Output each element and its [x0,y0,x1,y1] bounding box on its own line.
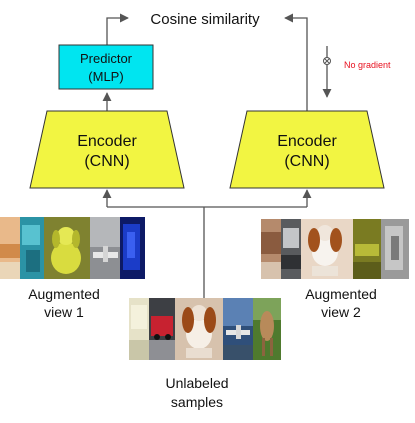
view1-label-line2: view 1 [44,304,84,320]
samples-label-line2: samples [171,394,223,410]
encoder-right-to-similarity-arrow [284,13,308,111]
sample-thumb-red-car [149,298,175,360]
encoder-left-trapezoid [29,110,185,189]
predictor-to-similarity-arrow [106,13,129,45]
encoder-right-subtitle: (CNN) [284,153,329,170]
samples-label-line1: Unlabeled [165,375,228,391]
view1-label-line1: Augmented [28,286,100,302]
view2-thumb-spaniel-dog [301,219,353,279]
view1-thumb-blue-object [120,217,145,279]
predictor-subtitle: (MLP) [88,69,123,84]
predictor-box [58,44,154,90]
encoder-right-block: Encoder (CNN) [229,110,385,189]
view2-label-line1: Augmented [305,286,377,302]
view1-thumbnail-strip [0,217,145,279]
view1-thumb-yellow-dog [44,217,90,279]
view2-label-line2: view 2 [321,304,361,320]
view2-thumb-olive-object [353,219,381,279]
predictor-block: Predictor (MLP) [58,44,154,90]
sample-thumb-airplane [223,298,253,360]
encoder-right-trapezoid [229,110,385,189]
view2-thumb-brown-crop [261,219,281,279]
connectors [102,13,332,298]
similarity-title: Cosine similarity [150,11,260,28]
sample-thumb-pale-crop [129,298,149,360]
sample-thumb-horse [253,298,281,360]
stop-gradient-cross-icon [323,57,331,65]
view2-thumbnail-strip [261,219,409,279]
encoder-left-subtitle: (CNN) [84,153,129,170]
encoder-right-title: Encoder [277,133,337,150]
samples-thumbnail-strip [129,298,281,360]
view1-thumb-orange-crop [0,217,20,279]
sample-thumb-spaniel-dog [175,298,223,360]
view1-thumb-teal-texture [20,217,44,279]
predictor-title: Predictor [80,51,133,66]
view2-thumb-gray-car [281,219,301,279]
encoder-left-block: Encoder (CNN) [29,110,185,189]
view1-thumb-gray-airplane [90,217,120,279]
stop-gradient-label: No gradient [344,60,391,70]
encoder-left-title: Encoder [77,133,137,150]
view2-thumb-gray-texture [381,219,409,279]
